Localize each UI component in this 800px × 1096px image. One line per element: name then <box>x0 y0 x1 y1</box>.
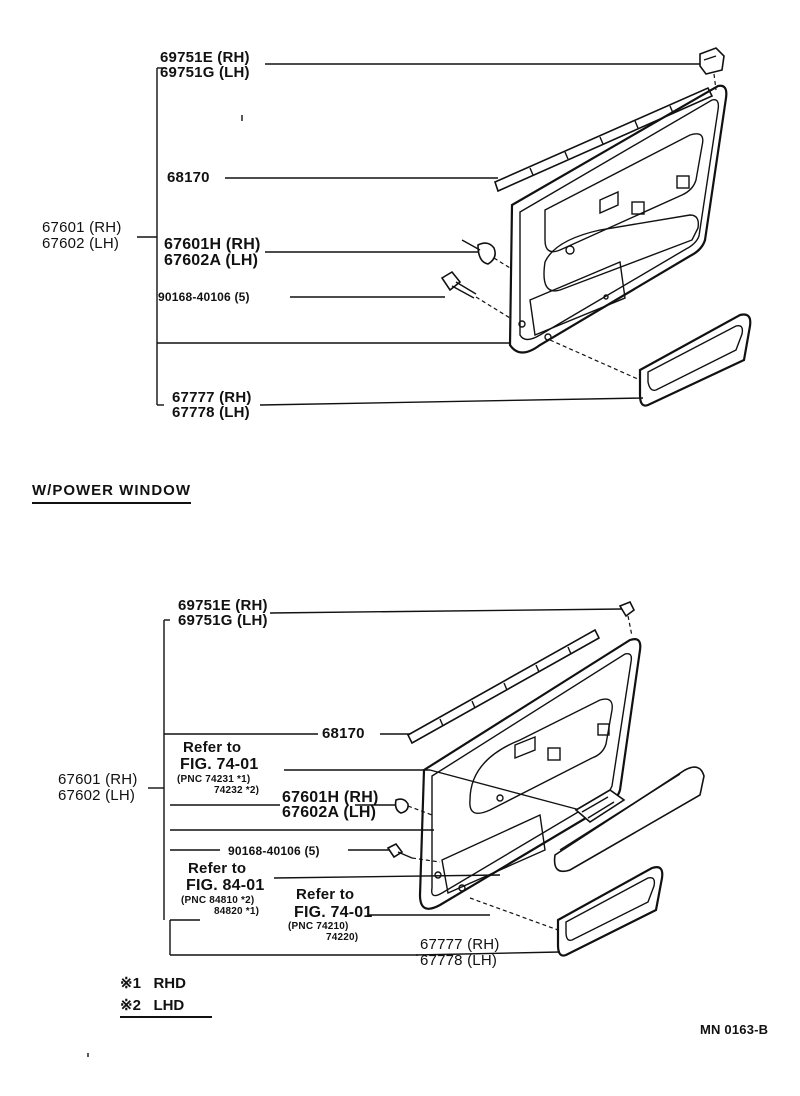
diagram-code: MN 0163-B <box>700 1022 769 1037</box>
top-clip-pn-rh: 69751E (RH) <box>160 49 250 66</box>
top-weatherstrip-icon <box>494 86 714 193</box>
top-panel-lh-label: 67602 (LH) <box>42 235 120 252</box>
bottom-armrest-rh: 67777 (RH) <box>420 936 500 953</box>
bottom-panel-sub-lh: 67602A (LH) <box>282 804 377 821</box>
bottom-leader-lines <box>148 608 623 956</box>
bottom-refer1-line2: FIG. 74-01 <box>180 756 259 773</box>
top-door-panel-icon <box>508 84 728 354</box>
top-screw-label: 90168-40106 (5) <box>158 290 250 304</box>
bottom-panel-sub-rh: 67601H (RH) <box>282 789 379 806</box>
top-clip-pn-lh: 69751G (LH) <box>160 64 250 81</box>
bottom-door-panel-icon <box>418 638 642 910</box>
bottom-refer3-pnc2: 74220) <box>326 932 359 943</box>
legend-lhd: ※2 LHD <box>120 996 212 1018</box>
top-leader-lines <box>137 63 700 406</box>
bottom-armrest-lh: 67778 (LH) <box>420 952 498 969</box>
top-panel-sub-lh: 67602A (LH) <box>164 252 259 269</box>
top-clip-icon <box>699 47 725 91</box>
bottom-panel-rh-label: 67601 (RH) <box>58 771 138 788</box>
bottom-weatherstrip-icon <box>406 628 601 745</box>
bottom-refer2-line2: FIG. 84-01 <box>186 877 265 894</box>
bottom-refer2-pnc1: (PNC 84810 *2) <box>181 895 255 906</box>
bottom-armrest-upper-icon <box>553 766 705 873</box>
bottom-refer2-pnc2: 84820 *1) <box>214 906 260 917</box>
top-armrest-lh: 67778 (LH) <box>172 404 250 421</box>
top-screw-icon <box>440 270 511 319</box>
bottom-refer1-line1: Refer to <box>183 739 242 756</box>
bottom-panel-lh-label: 67602 (LH) <box>58 787 136 804</box>
top-panel-sub-rh: 67601H (RH) <box>164 236 261 253</box>
bottom-refer3-line2: FIG. 74-01 <box>294 904 373 921</box>
top-fastener-icon <box>461 239 511 269</box>
bottom-clip-pn-rh: 69751E (RH) <box>178 597 268 614</box>
top-weatherstrip-label: 68170 <box>167 169 210 186</box>
section-title: W/POWER WINDOW <box>32 482 191 504</box>
bottom-fastener-icon <box>394 798 433 816</box>
bottom-weatherstrip-label: 68170 <box>322 725 365 742</box>
bottom-refer3-pnc1: (PNC 74210) <box>288 921 349 932</box>
bottom-clip-icon <box>618 600 636 637</box>
top-armrest-rh: 67777 (RH) <box>172 389 252 406</box>
bottom-refer1-pnc2: 74232 *2) <box>214 785 260 796</box>
top-armrest-icon <box>549 313 752 407</box>
legend-rhd: ※1 RHD <box>120 975 186 992</box>
bottom-refer2-line1: Refer to <box>188 860 247 877</box>
bottom-refer3-line1: Refer to <box>296 886 355 903</box>
bottom-clip-pn-lh: 69751G (LH) <box>178 612 268 629</box>
bottom-screw-label: 90168-40106 (5) <box>228 844 320 858</box>
top-panel-rh-label: 67601 (RH) <box>42 219 122 236</box>
bottom-refer1-pnc1: (PNC 74231 *1) <box>177 774 251 785</box>
bottom-armrest-lower-icon <box>469 866 664 957</box>
bottom-screw-icon <box>386 842 441 863</box>
